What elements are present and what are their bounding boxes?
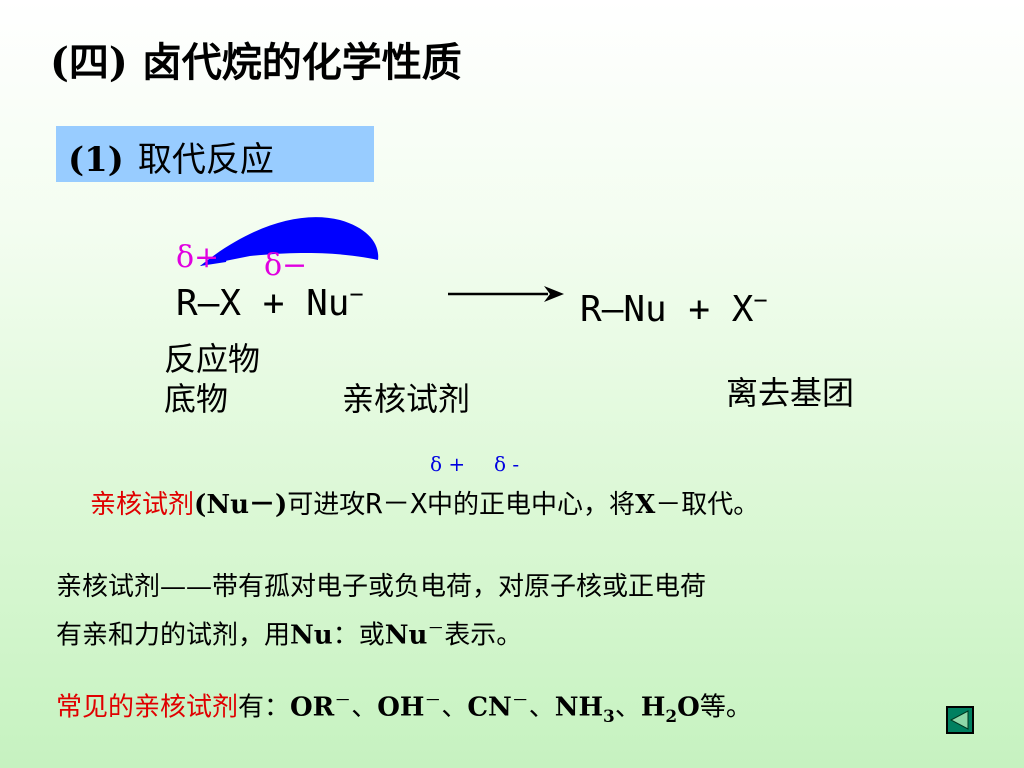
- definition-or: ：或: [332, 620, 385, 651]
- definition-text-a: 有亲和力的试剂，用: [56, 620, 291, 651]
- product-r: R: [580, 289, 602, 330]
- common-o: O: [677, 692, 700, 723]
- reaction-arrow-icon: [448, 286, 564, 302]
- line1-x-bold: X: [635, 490, 656, 520]
- common-oh-charge: －: [424, 690, 442, 710]
- common-sep-2: 、: [441, 692, 468, 723]
- section-header-box: [56, 126, 374, 182]
- section-label: 取代反应: [137, 140, 274, 180]
- common-sep-1: 、: [351, 692, 378, 723]
- line1-text-end: －取代。: [655, 490, 760, 520]
- plus-sign: +: [262, 283, 285, 324]
- label-reactant: 反应物: [164, 340, 261, 378]
- common-red-term: 常见的亲核试剂: [56, 692, 239, 723]
- section-header: (1) 取代反应: [68, 132, 274, 181]
- common-nh-sub: 3: [603, 705, 615, 726]
- label-substrate: 底物: [164, 380, 229, 418]
- line1-bond: －: [382, 487, 411, 520]
- plus-sign-2: +: [688, 289, 711, 330]
- common-have: 有：: [238, 692, 291, 723]
- product-nu: Nu: [623, 289, 667, 330]
- definition-line-2: 有亲和力的试剂，用Nu：或Nu－表示。: [56, 614, 522, 652]
- common-or: OR: [290, 692, 335, 723]
- delta-plus: δ+: [176, 240, 220, 275]
- page-title: (四) 卤代烷的化学性质: [50, 39, 462, 86]
- previous-slide-icon: [949, 710, 969, 730]
- definition-nu-2: Nu: [384, 620, 428, 651]
- common-nh: NH: [554, 692, 604, 723]
- common-h: H: [640, 692, 666, 723]
- reactant-bond: —: [197, 283, 220, 324]
- line1-text-a: 可进攻: [287, 490, 366, 520]
- nucleophile: Nu: [306, 283, 350, 324]
- common-sep-4: 、: [614, 692, 641, 723]
- reactant-r: R: [176, 283, 198, 324]
- line1-delta-plus: δ +: [430, 452, 466, 476]
- common-end: 等。: [699, 692, 752, 723]
- product-bond: —: [601, 289, 624, 330]
- leaving-x: X: [731, 289, 754, 330]
- product-side: R—Nu + X−: [580, 286, 768, 330]
- definition-end: 表示。: [444, 620, 523, 651]
- common-cn-charge: －: [511, 690, 529, 710]
- line1-nu: (Nu－): [194, 490, 288, 520]
- section-number: (1): [68, 140, 124, 180]
- common-oh: OH: [377, 692, 425, 723]
- common-nucleophiles-line: 常见的亲核试剂有：OR－、OH－、CN－、NH3、H2O等。: [56, 686, 752, 726]
- curved-arrow-icon: [200, 217, 379, 266]
- line1-red-term: 亲核试剂: [90, 490, 195, 520]
- common-sep-3: 、: [528, 692, 555, 723]
- line1-r: R: [365, 487, 383, 520]
- label-leaving-group: 离去基团: [726, 374, 855, 412]
- common-cn: CN: [467, 692, 512, 723]
- nucleophile-attack-line: 亲核试剂(Nu－)可进攻R－X中的正电中心，将X－取代。: [90, 482, 759, 522]
- definition-line-1: 亲核试剂——带有孤对电子或负电荷，对原子核或正电荷: [56, 572, 707, 602]
- reactant-side: R—X + Nu−: [176, 280, 364, 324]
- previous-slide-button[interactable]: [946, 706, 974, 734]
- nucleophile-charge: −: [349, 280, 364, 308]
- definition-minus: －: [427, 618, 445, 638]
- common-h-sub: 2: [665, 705, 678, 726]
- line1-text-b: 中的正电中心，将: [427, 490, 636, 520]
- common-or-charge: －: [334, 690, 352, 710]
- label-nucleophile: 亲核试剂: [342, 380, 471, 418]
- line1-delta-minus: δ -: [494, 452, 520, 476]
- definition-nu-1: Nu: [290, 620, 333, 651]
- reactant-x: X: [219, 283, 242, 324]
- delta-minus: δ−: [264, 248, 308, 283]
- line1-x: X: [410, 487, 428, 520]
- leaving-charge: −: [753, 286, 768, 314]
